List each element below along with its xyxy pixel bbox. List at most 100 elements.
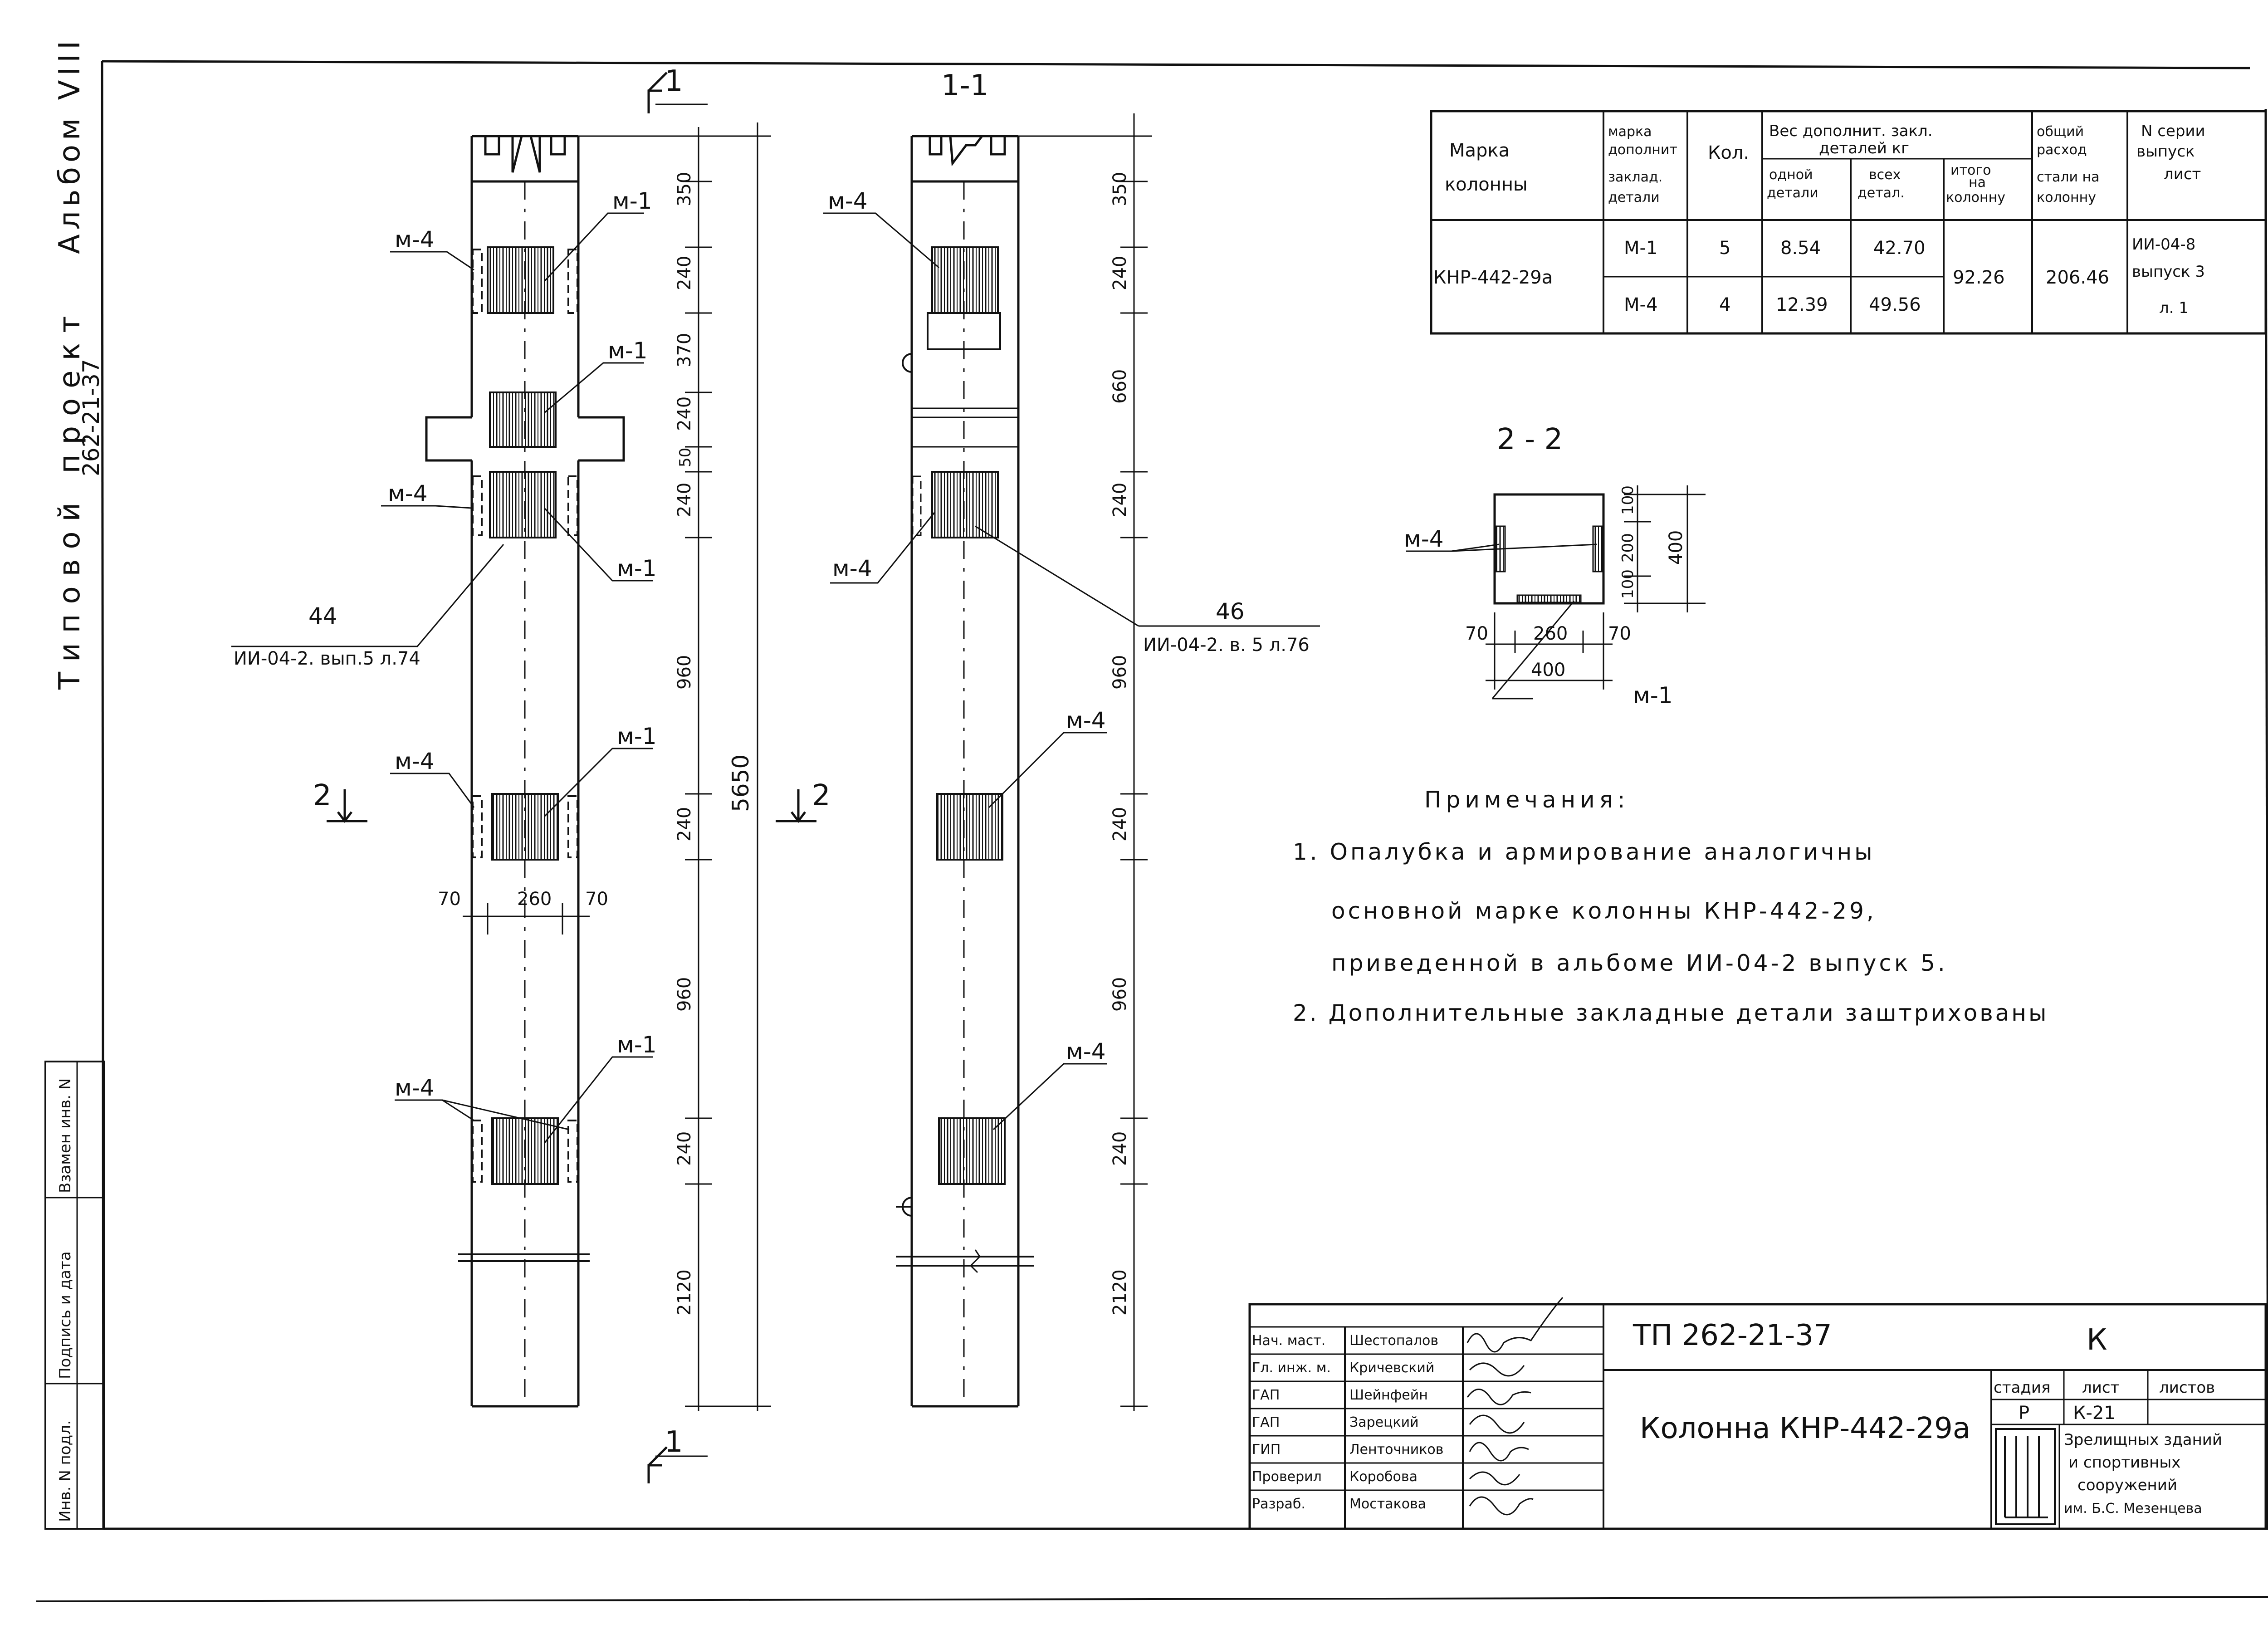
column-1-width-dim bbox=[463, 903, 590, 935]
svg-text:всех: всех bbox=[1869, 167, 1901, 183]
svg-text:Мостакова: Мостакова bbox=[1349, 1496, 1426, 1512]
svg-text:м-4: м-4 bbox=[1066, 707, 1106, 734]
svg-text:240: 240 bbox=[674, 483, 695, 517]
column-2-dim-chain bbox=[1018, 113, 1152, 1411]
svg-text:м-4: м-4 bbox=[1404, 526, 1444, 552]
svg-text:приведенной в альбоме ИИ-04-2: приведенной в альбоме ИИ-04-2 выпуск 5. bbox=[1331, 950, 1948, 976]
svg-text:660: 660 bbox=[1110, 369, 1130, 404]
svg-text:М-4: М-4 bbox=[1624, 294, 1657, 315]
svg-text:м-4: м-4 bbox=[395, 748, 435, 774]
svg-text:ИИ-04-8: ИИ-04-8 bbox=[2132, 235, 2195, 254]
svg-text:240: 240 bbox=[1110, 1131, 1130, 1166]
column-elevation-2 bbox=[896, 135, 1034, 1408]
svg-text:960: 960 bbox=[674, 655, 695, 690]
left-stamp: Инв. N подл. Подпись и дата Взамен инв. … bbox=[44, 1061, 105, 1530]
svg-text:им. Б.С. Мезенцева: им. Б.С. Мезенцева bbox=[2064, 1501, 2202, 1517]
svg-text:1-1: 1-1 bbox=[941, 69, 989, 103]
svg-text:К-21: К-21 bbox=[2073, 1403, 2116, 1424]
svg-text:N серии: N серии bbox=[2141, 122, 2205, 140]
svg-text:колонну: колонну bbox=[2037, 190, 2096, 206]
svg-text:2120: 2120 bbox=[1110, 1269, 1130, 1316]
svg-text:960: 960 bbox=[674, 977, 695, 1012]
svg-text:70: 70 bbox=[438, 889, 461, 910]
section-2-2 bbox=[1406, 485, 1706, 700]
svg-text:выпуск 3: выпуск 3 bbox=[2132, 263, 2205, 281]
svg-text:260: 260 bbox=[517, 889, 552, 910]
svg-text:м-1: м-1 bbox=[617, 1032, 657, 1058]
svg-text:ГАП: ГАП bbox=[1252, 1387, 1280, 1403]
column-2-leaders bbox=[823, 212, 1320, 1130]
svg-text:и спортивных: и спортивных bbox=[2068, 1453, 2180, 1472]
column-1-labels: м-4 м-1 м-1 м-4 м-1 44 ИИ-04-2. вып.5 л.… bbox=[234, 188, 657, 1101]
svg-text:ГИП: ГИП bbox=[1252, 1442, 1281, 1458]
svg-text:Ленточников: Ленточников bbox=[1349, 1442, 1443, 1458]
svg-text:дополнит: дополнит bbox=[1608, 142, 1677, 158]
svg-text:ГАП: ГАП bbox=[1252, 1414, 1280, 1430]
svg-text:240: 240 bbox=[674, 256, 695, 290]
section-markers bbox=[327, 72, 816, 1483]
svg-text:детали: детали bbox=[1767, 185, 1818, 201]
svg-text:КНР-442-29а: КНР-442-29а bbox=[1433, 267, 1553, 288]
column-elevation-1 bbox=[425, 135, 625, 1408]
svg-text:листов: листов bbox=[2159, 1379, 2215, 1397]
notes: Примечания: 1. Опалубка и армирование ан… bbox=[1293, 787, 2046, 1026]
svg-text:240: 240 bbox=[1110, 483, 1130, 517]
column-1-dim-labels: 350 240 370 240 50 240 960 240 960 240 2… bbox=[674, 172, 754, 1316]
svg-text:Кричевский: Кричевский bbox=[1349, 1360, 1434, 1376]
svg-text:одной: одной bbox=[1769, 167, 1813, 183]
svg-text:5650: 5650 bbox=[728, 754, 754, 812]
svg-text:Шейнфейн: Шейнфейн bbox=[1349, 1387, 1428, 1403]
svg-text:370: 370 bbox=[674, 333, 695, 367]
svg-text:Примечания:: Примечания: bbox=[1424, 787, 1630, 813]
svg-text:основной марке колонны КНР-442: основной марке колонны КНР-442-29, bbox=[1331, 898, 1877, 924]
svg-text:колонну: колонну bbox=[1946, 190, 2005, 206]
svg-text:Проверил: Проверил bbox=[1252, 1469, 1322, 1485]
svg-text:деталей кг: деталей кг bbox=[1819, 139, 1909, 157]
svg-text:70: 70 bbox=[1465, 623, 1488, 644]
svg-text:М-1: М-1 bbox=[1624, 238, 1657, 259]
svg-text:2: 2 bbox=[812, 779, 831, 812]
column-2-plates bbox=[912, 246, 1006, 1185]
svg-text:м-1: м-1 bbox=[617, 555, 657, 582]
svg-text:л. 1: л. 1 bbox=[2159, 299, 2189, 317]
svg-text:200: 200 bbox=[1619, 533, 1637, 563]
svg-text:240: 240 bbox=[1110, 807, 1130, 842]
title-block-text: Нач. маст. Шестопалов Гл. инж. м. Кричев… bbox=[1252, 1319, 2222, 1517]
svg-text:260: 260 bbox=[1533, 623, 1568, 644]
column-1-dim-chain bbox=[578, 122, 771, 1411]
svg-text:Вес дополнит. закл.: Вес дополнит. закл. bbox=[1769, 122, 1933, 140]
svg-text:м-4: м-4 bbox=[395, 226, 435, 253]
column-2-dim-labels: 350 240 660 240 960 240 960 240 2120 bbox=[1110, 172, 1130, 1316]
svg-text:350: 350 bbox=[674, 172, 695, 206]
svg-text:м-1: м-1 bbox=[612, 188, 652, 214]
svg-text:Подпись и дата: Подпись и дата bbox=[56, 1251, 74, 1379]
svg-text:50: 50 bbox=[676, 448, 694, 467]
svg-text:м-1: м-1 bbox=[1633, 682, 1673, 709]
svg-text:м-4: м-4 bbox=[1066, 1038, 1106, 1065]
svg-text:м-4: м-4 bbox=[388, 480, 428, 507]
svg-text:стали на: стали на bbox=[2037, 169, 2100, 185]
side-project-text: Типовой проект Альбом VIII 262-21-37 bbox=[53, 36, 104, 690]
svg-text:ИИ-04-2. вып.5 л.74: ИИ-04-2. вып.5 л.74 bbox=[234, 648, 420, 669]
svg-text:400: 400 bbox=[1531, 660, 1565, 680]
svg-text:8.54: 8.54 bbox=[1780, 238, 1821, 259]
svg-text:Гл. инж. м.: Гл. инж. м. bbox=[1252, 1360, 1331, 1376]
svg-text:1: 1 bbox=[665, 1425, 683, 1459]
svg-text:Нач. маст.: Нач. маст. bbox=[1252, 1333, 1325, 1349]
title-block-logo bbox=[1995, 1428, 2056, 1525]
title-block bbox=[1248, 1303, 2267, 1530]
svg-text:Зрелищных зданий: Зрелищных зданий bbox=[2064, 1431, 2222, 1449]
svg-text:206.46: 206.46 bbox=[2046, 267, 2109, 288]
column-1-leaders bbox=[231, 212, 653, 1144]
svg-text:м-1: м-1 bbox=[608, 338, 648, 364]
column-1-plates bbox=[472, 246, 578, 1185]
svg-text:Колонна КНР-442-29а: Колонна КНР-442-29а bbox=[1640, 1412, 1970, 1445]
svg-text:Взамен инв. N: Взамен инв. N bbox=[56, 1078, 74, 1193]
svg-text:4: 4 bbox=[1719, 294, 1730, 315]
svg-text:42.70: 42.70 bbox=[1873, 238, 1926, 259]
svg-text:100: 100 bbox=[1619, 485, 1637, 515]
svg-text:сооружений: сооружений bbox=[2077, 1476, 2177, 1494]
svg-text:марка: марка bbox=[1608, 124, 1652, 140]
svg-text:Р: Р bbox=[2019, 1403, 2029, 1424]
svg-text:1: 1 bbox=[665, 64, 683, 98]
